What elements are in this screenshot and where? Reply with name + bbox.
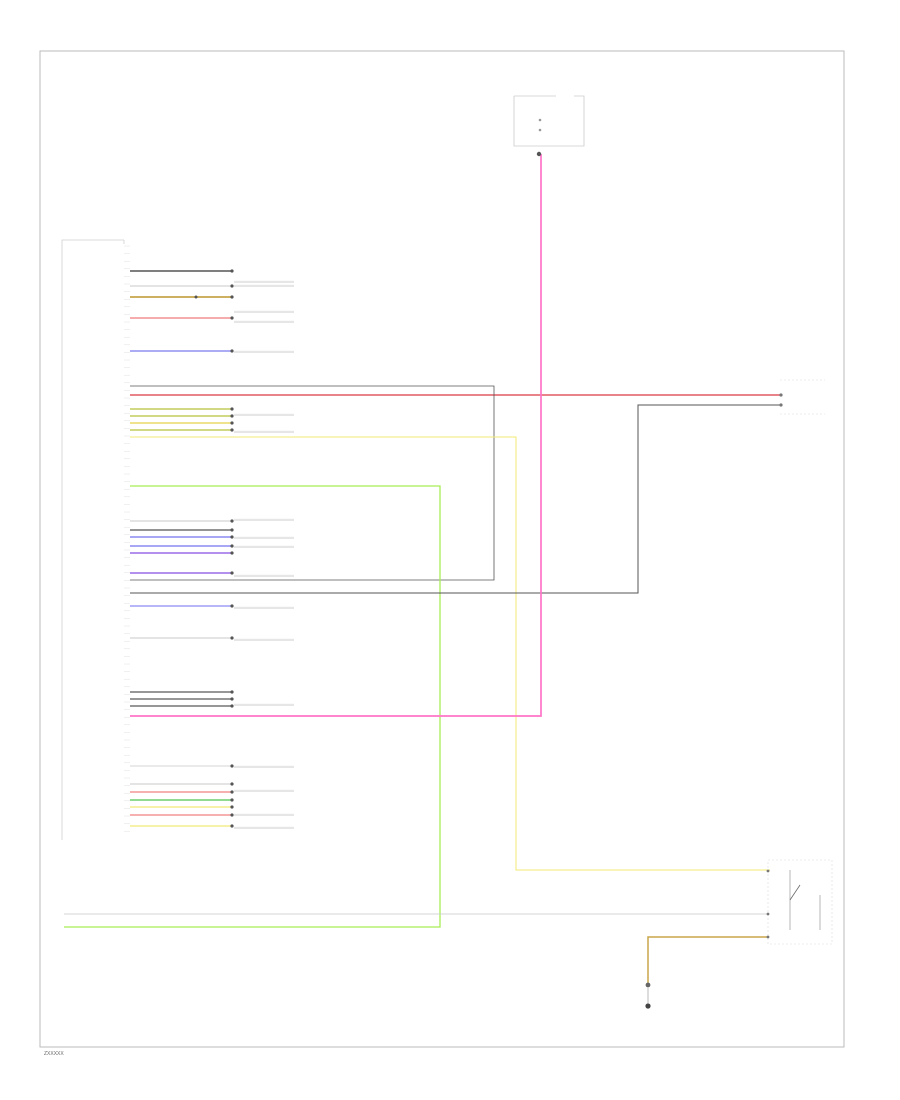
wire-end-dot — [230, 414, 234, 418]
wire-end-dot — [230, 636, 234, 640]
wire-route — [64, 485, 441, 928]
wire-end-dot — [230, 349, 234, 353]
label-mark — [234, 320, 294, 323]
wire-end-dot — [230, 535, 234, 539]
wire-end-dot — [230, 295, 234, 299]
wire-end-dot — [230, 697, 234, 701]
inline-connector-dot — [194, 295, 198, 299]
label-mark — [234, 638, 294, 641]
connector-dots — [194, 269, 294, 829]
wire-end-dot — [230, 428, 234, 432]
wire-end-dot — [230, 824, 234, 828]
label-mark — [234, 413, 294, 416]
wire-route — [130, 404, 780, 594]
wire-end-dot — [230, 813, 234, 817]
wire-end-dot — [230, 690, 234, 694]
label-mark — [234, 536, 294, 539]
pin-numbers — [124, 245, 130, 832]
label-mark — [234, 280, 294, 283]
wire-route — [130, 436, 770, 871]
label-mark — [234, 430, 294, 433]
label-mark — [234, 310, 294, 313]
wire-end-dot — [230, 764, 234, 768]
wire-route — [130, 154, 542, 717]
wire-end-dot — [230, 790, 234, 794]
footer-code: ZXXXXX — [44, 1051, 64, 1057]
fuse-box — [513, 95, 585, 157]
label-mark — [234, 518, 294, 521]
wire-end-dot — [230, 544, 234, 548]
wire-end-dot — [230, 269, 234, 273]
label-mark — [234, 703, 294, 706]
wire-end-dot — [230, 551, 234, 555]
wire-end-dot — [230, 421, 234, 425]
label-mark — [234, 545, 294, 548]
right-module — [779, 379, 825, 415]
diagram-frame — [39, 50, 845, 1048]
wire-end-dot — [230, 704, 234, 708]
wire-route — [130, 385, 495, 581]
label-mark — [234, 284, 294, 287]
ground — [645, 982, 651, 1009]
label-mark — [234, 826, 294, 829]
light-switch — [766, 859, 833, 945]
label-mark — [234, 350, 294, 353]
wire-end-dot — [230, 284, 234, 288]
wire-end-dot — [230, 571, 234, 575]
wire-end-dot — [230, 604, 234, 608]
label-mark — [234, 574, 294, 577]
control-module — [61, 239, 125, 840]
wire-end-dot — [230, 316, 234, 320]
wire-end-dot — [230, 519, 234, 523]
label-mark — [234, 789, 294, 792]
wire-end-dot — [230, 528, 234, 532]
label-mark — [234, 813, 294, 816]
label-mark — [234, 606, 294, 609]
wire-route — [647, 936, 768, 985]
wire-end-dot — [230, 407, 234, 411]
label-mark — [234, 765, 294, 768]
wire-end-dot — [230, 805, 234, 809]
wires — [64, 154, 780, 985]
wire-end-dot — [230, 782, 234, 786]
wire-end-dot — [230, 798, 234, 802]
